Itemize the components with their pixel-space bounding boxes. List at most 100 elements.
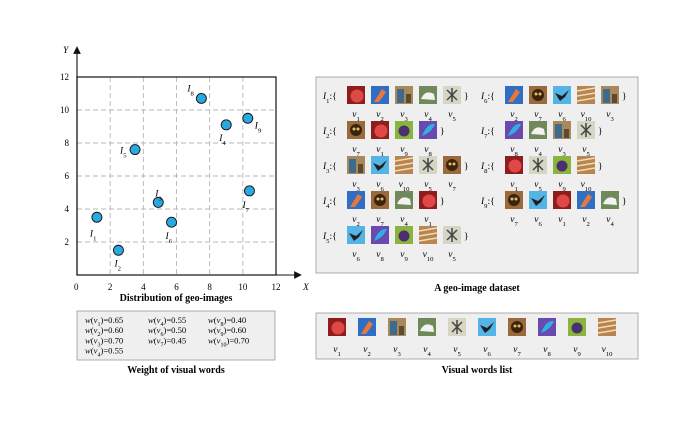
wood-icon (597, 318, 617, 336)
visual-word-label: v9 (573, 345, 581, 358)
fruit-shape (556, 160, 568, 172)
thumb-background (553, 86, 571, 104)
visual-word-label: v10 (399, 180, 411, 193)
image-label: I1:{ (322, 92, 337, 105)
owl-shape (374, 194, 386, 206)
set-close-brace: } (440, 197, 445, 207)
building-shape (349, 159, 356, 173)
owl-eye (534, 92, 538, 96)
shoe-icon (395, 191, 413, 209)
owl-shape (511, 321, 523, 333)
point-label: I5 (119, 147, 127, 160)
scatter-point (220, 119, 232, 131)
owl-eye (538, 92, 542, 96)
x-axis-label: X (302, 283, 310, 293)
dataset-panel-bg (315, 76, 639, 274)
fruit-icon (553, 156, 571, 174)
origin-label: 0 (74, 282, 79, 292)
y-tick-label: 12 (60, 72, 69, 82)
wood-icon (576, 156, 596, 174)
visual-word-label: v10 (581, 110, 593, 123)
owl-shape (508, 194, 520, 206)
x-tick-label: 12 (272, 282, 281, 292)
visual-word-label: v3 (400, 110, 408, 123)
weights-caption: Weight of visual words (127, 365, 225, 376)
visual-word-label: v8 (543, 345, 551, 358)
apple-shape (556, 194, 570, 208)
visual-word-label: v4 (423, 345, 431, 358)
visual-word-label: v7 (376, 215, 384, 228)
feather-icon (419, 121, 437, 139)
visual-word-label: v6 (376, 180, 384, 193)
shoe-shape (603, 197, 617, 205)
visual-word-label: v4 (606, 215, 614, 228)
insect-shape (451, 320, 463, 334)
fruit-shape (398, 230, 410, 242)
wood-grain (576, 87, 596, 102)
image-label: I5:{ (322, 232, 337, 245)
insect-icon (443, 86, 461, 104)
point-label: I9 (254, 121, 262, 134)
scatter-point (244, 185, 255, 197)
owl-eye (356, 127, 360, 131)
weight-entry: w(v9)=0.60 (208, 325, 246, 338)
shoe-icon (418, 318, 436, 336)
owl-shape (532, 89, 544, 101)
building-shape (564, 129, 569, 138)
feather-icon (505, 121, 523, 139)
bird-icon (553, 86, 571, 104)
y-tick-label: 4 (65, 204, 70, 214)
visual-word-label: v9 (400, 145, 408, 158)
image-label: I8:{ (480, 162, 495, 175)
visual-word-label: v10 (602, 345, 614, 358)
insect-shape (532, 158, 544, 172)
y-tick-label: 8 (65, 138, 70, 148)
y-tick-label: 2 (65, 237, 70, 247)
bird-shape (349, 230, 363, 241)
y-axis-label: Y (63, 46, 70, 56)
visual-word-label: v1 (424, 215, 432, 228)
building-shape (397, 89, 404, 103)
shoe-icon (529, 121, 547, 139)
owl-shape (350, 124, 362, 136)
owl-eye (517, 324, 521, 328)
owl-eye (513, 324, 517, 328)
scatter-point (152, 196, 164, 208)
point-label: I1 (89, 229, 97, 242)
apple-icon (419, 191, 437, 209)
wood-grain (418, 227, 438, 242)
point-label: I7 (241, 201, 249, 214)
parrot-shape (508, 89, 520, 102)
shoe-shape (421, 92, 435, 100)
visual-word-label: v4 (400, 215, 408, 228)
weight-entry: w(v3)=0.70 (85, 335, 123, 348)
visual-word-label: v8 (424, 145, 432, 158)
insect-shape (446, 88, 458, 102)
visual-word-label: v8 (510, 145, 518, 158)
owl-eye (380, 197, 384, 201)
feather-shape (422, 123, 435, 136)
set-close-brace: } (464, 92, 469, 102)
weight-entry: w(v4)=0.55 (148, 315, 186, 328)
bird-shape (480, 322, 494, 333)
visual-word-label: v7 (352, 145, 360, 158)
shoe-shape (531, 127, 545, 135)
apple-icon (371, 121, 389, 139)
set-close-brace: } (598, 162, 603, 172)
image-label: I7:{ (480, 127, 495, 140)
owl-eye (448, 162, 452, 166)
visual-word-label: v1 (352, 110, 360, 123)
visual-word-label: v10 (423, 250, 435, 263)
owl-eye (514, 197, 518, 201)
bird-shape (531, 195, 545, 206)
building-shape (358, 164, 363, 173)
x-tick-label: 2 (108, 282, 113, 292)
visual-word-label: v2 (352, 215, 360, 228)
parrot-shape (374, 89, 386, 102)
